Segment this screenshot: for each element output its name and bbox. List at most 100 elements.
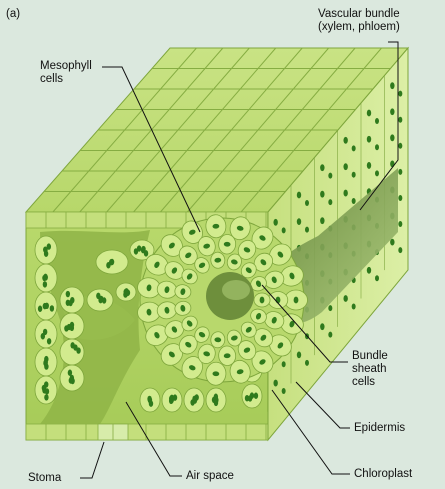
stoma [98, 424, 128, 440]
chloroplast [390, 82, 394, 89]
chloroplast [70, 378, 74, 384]
label-bundle-sheath-line1: Bundle [352, 350, 388, 363]
chloroplast [282, 361, 286, 367]
chloroplast [328, 173, 332, 179]
mesophyll-cell [140, 388, 160, 412]
chloroplast [320, 323, 324, 330]
chloroplast [282, 227, 286, 233]
mesophyll-cell [35, 348, 57, 376]
chloroplast [68, 370, 72, 376]
label-bundle-sheath-line3: cells [352, 376, 388, 389]
chloroplast [254, 393, 258, 399]
chloroplast [398, 169, 402, 175]
label-mesophyll: Mesophyll cells [40, 60, 92, 86]
mesophyll-cell [206, 388, 226, 412]
chloroplast [273, 380, 277, 387]
mesophyll-cell [60, 365, 84, 391]
chloroplast [398, 195, 402, 201]
chloroplast [43, 359, 47, 365]
chloroplast [352, 145, 356, 151]
chloroplast [390, 108, 394, 115]
mesophyll-cell [35, 292, 57, 320]
chloroplast [47, 243, 51, 249]
chloroplast [343, 137, 347, 144]
mesophyll-cell [96, 250, 128, 274]
chloroplast [352, 198, 356, 204]
chloroplast [68, 300, 72, 306]
chloroplast [124, 290, 128, 296]
chloroplast [352, 172, 356, 178]
chloroplast [294, 297, 299, 304]
bundle-sheath-cell [268, 292, 288, 309]
xylem-phloem [222, 280, 250, 300]
chloroplast [375, 275, 379, 281]
chloroplast [343, 163, 347, 170]
chloroplast [398, 117, 402, 123]
chloroplast [398, 91, 402, 97]
label-stoma: Stoma [28, 472, 61, 485]
chloroplast [38, 306, 42, 312]
chloroplast [328, 305, 332, 311]
chloroplast [137, 245, 141, 251]
chloroplast [45, 388, 49, 394]
chloroplast [214, 394, 218, 400]
chloroplast [260, 297, 265, 304]
chloroplast [173, 394, 177, 400]
chloroplast [109, 259, 113, 265]
chloroplast [44, 381, 48, 387]
chloroplast [43, 274, 47, 280]
chloroplast [102, 297, 106, 303]
chloroplast [367, 267, 371, 274]
chloroplast [390, 239, 394, 246]
chloroplast [398, 247, 402, 253]
chloroplast [297, 218, 301, 225]
chloroplast [193, 397, 197, 403]
chloroplast [328, 199, 332, 205]
chloroplast [352, 303, 356, 309]
chloroplast [43, 281, 47, 287]
chloroplast [273, 219, 277, 226]
chloroplast [50, 305, 54, 311]
label-mesophyll-line2: cells [40, 73, 92, 86]
chloroplast [390, 160, 394, 167]
chloroplast [367, 136, 371, 143]
chloroplast [328, 332, 332, 338]
label-epidermis: Epidermis [354, 422, 405, 435]
bundle-sheath-cell [254, 293, 270, 307]
chloroplast [367, 162, 371, 169]
mesophyll-cell [35, 236, 57, 264]
chloroplast [320, 217, 324, 224]
panel-label: (a) [6, 8, 20, 21]
chloroplast [43, 329, 47, 335]
chloroplast [66, 291, 70, 297]
label-vascular-bundle: Vascular bundle (xylem, phloem) [318, 8, 400, 34]
chloroplast [343, 295, 347, 302]
chloroplast [343, 190, 347, 197]
mesophyll-cell [35, 320, 57, 348]
label-bundle-sheath-line2: sheath [352, 363, 388, 376]
chloroplast [305, 200, 309, 206]
chloroplast [70, 322, 74, 328]
mesophyll-cell [184, 388, 204, 412]
label-vascular-bundle-line1: Vascular bundle [318, 8, 400, 21]
chloroplast [375, 118, 379, 124]
label-air-space: Air space [186, 470, 234, 483]
chloroplast [390, 134, 394, 141]
chloroplast [44, 394, 48, 400]
label-chloroplast: Chloroplast [354, 468, 412, 481]
chloroplast [297, 192, 301, 199]
mesophyll-cell [116, 283, 136, 301]
chloroplast [375, 170, 379, 176]
chloroplast [297, 351, 301, 358]
mesophyll-cell [60, 339, 84, 365]
chloroplast [148, 397, 152, 403]
leader-stoma [80, 442, 104, 478]
chloroplast [305, 360, 309, 366]
label-bundle-sheath: Bundle sheath cells [352, 350, 388, 389]
chloroplast [398, 221, 402, 227]
chloroplast [141, 247, 145, 253]
chloroplast [47, 338, 51, 344]
chloroplast [367, 110, 371, 117]
chloroplast [320, 164, 324, 171]
